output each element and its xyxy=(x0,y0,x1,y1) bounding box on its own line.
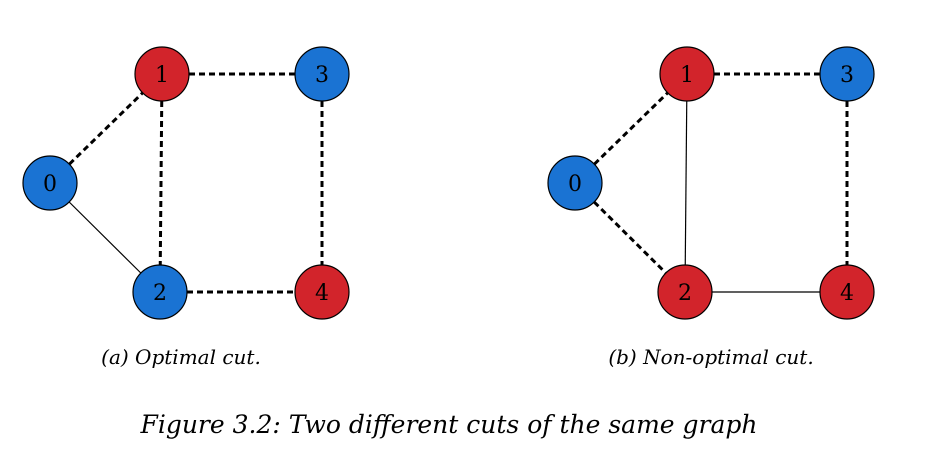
node-circle-4 xyxy=(819,264,875,320)
node-circle-2 xyxy=(657,264,713,320)
node-label-3: 3 xyxy=(315,63,329,88)
node-2: 2 xyxy=(657,264,713,320)
node-circle-4 xyxy=(294,264,350,320)
node-0: 0 xyxy=(547,155,603,211)
caption-a: (a) Optimal cut. xyxy=(101,345,261,369)
node-1: 1 xyxy=(134,46,190,102)
node-label-2: 2 xyxy=(153,281,167,306)
node-4: 4 xyxy=(294,264,350,320)
node-circle-0 xyxy=(547,155,603,211)
node-circle-1 xyxy=(134,46,190,102)
node-circle-0 xyxy=(22,155,78,211)
node-4: 4 xyxy=(819,264,875,320)
edge-1-2 xyxy=(684,100,688,266)
subfigure-a: 0 1 2 3 4 (a) Optimal cut. xyxy=(22,46,350,369)
edges-a xyxy=(68,72,324,294)
edges-b xyxy=(593,72,849,293)
edge-1-2 xyxy=(158,100,164,266)
nodes-a: 0 1 2 3 4 xyxy=(22,46,350,320)
node-label-3: 3 xyxy=(840,63,854,88)
node-circle-3 xyxy=(819,46,875,102)
figure-caption: Figure 3.2: Two different cuts of the sa… xyxy=(139,410,757,439)
node-circle-3 xyxy=(294,46,350,102)
caption-b: (b) Non-optimal cut. xyxy=(608,345,813,369)
nodes-b: 0 1 2 3 4 xyxy=(547,46,875,320)
node-3: 3 xyxy=(819,46,875,102)
node-label-4: 4 xyxy=(840,281,854,306)
node-3: 3 xyxy=(294,46,350,102)
edge-0-2 xyxy=(68,201,142,274)
subfigure-b: 0 1 2 3 4 (b) Non-optimal cut. xyxy=(547,46,875,369)
node-label-0: 0 xyxy=(568,172,582,197)
node-label-0: 0 xyxy=(43,172,57,197)
edge-0-1 xyxy=(68,91,144,166)
node-1: 1 xyxy=(659,46,715,102)
node-label-2: 2 xyxy=(678,281,692,306)
node-label-1: 1 xyxy=(680,63,694,88)
edge-0-1 xyxy=(593,91,669,166)
node-label-1: 1 xyxy=(155,63,169,88)
edge-0-2 xyxy=(593,200,667,275)
node-circle-1 xyxy=(659,46,715,102)
node-label-4: 4 xyxy=(315,281,329,306)
node-circle-2 xyxy=(132,264,188,320)
node-0: 0 xyxy=(22,155,78,211)
node-2: 2 xyxy=(132,264,188,320)
